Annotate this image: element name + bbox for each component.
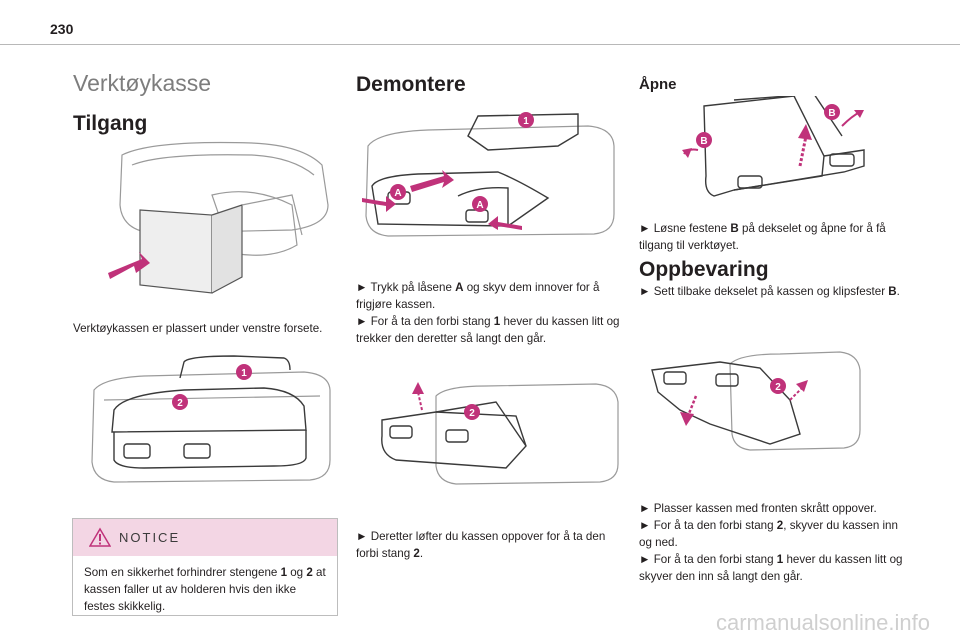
insert-steps: ► Plasser kassen med fronten skrått oppo… (639, 500, 911, 585)
callout-apne-b-left (696, 132, 712, 148)
callout-1-label: 1 (241, 368, 247, 379)
insert-step-1: ► Plasser kassen med fronten skrått oppo… (639, 502, 877, 515)
insert-step-2: ► For å ta den forbi stang 2, skyver du … (639, 519, 898, 549)
heading-oppbevaring: Oppbevaring (639, 258, 769, 281)
callout-demontere-1-label: 1 (523, 116, 529, 127)
lift-box-illustration: 2 (381, 382, 619, 485)
insert-box-illustration: 2 (651, 351, 861, 451)
notice-box: NOTICE Som en sikkerhet forhindrer steng… (72, 518, 338, 616)
box-bars-illustration: 1 2 (91, 355, 331, 483)
callout-demontere-a-right (472, 196, 488, 212)
callout-apne-b-right-label: B (828, 108, 835, 119)
callout-2-label: 2 (177, 398, 183, 409)
demontere-step-2: ► For å ta den forbi stang 1 hever du ka… (356, 315, 620, 345)
heading-apne: Åpne (639, 76, 677, 93)
warning-icon (89, 527, 111, 547)
footer-watermark: carmanualsonline.info (715, 610, 930, 635)
oppbevaring-text: ► Sett tilbake dekselet på kassen og kli… (639, 285, 900, 298)
demontere-text: ► Trykk på låsene A og skyv dem innover … (356, 279, 624, 347)
heading-demontere: Demontere (356, 73, 466, 96)
page-number: 230 (50, 21, 74, 37)
insert-step-3: ► For å ta den forbi stang 1 hever du ka… (639, 553, 903, 583)
notice-header: NOTICE (73, 519, 337, 556)
callout-demontere-a-left-label: A (394, 188, 401, 199)
apne-text: ► Løsne festene B på dekselet og åpne fo… (639, 222, 886, 252)
notice-title: NOTICE (119, 530, 181, 545)
callout-apne-b-right (824, 104, 840, 120)
open-cover-illustration: B B (682, 96, 865, 197)
heading-tilgang: Tilgang (73, 112, 148, 135)
tilgang-text: Verktøykassen er plassert under venstre … (73, 322, 323, 335)
callout-lift-2-label: 2 (469, 408, 475, 419)
callout-demontere-a-left (390, 184, 406, 200)
callout-insert-2-label: 2 (775, 382, 781, 393)
notice-text: Som en sikkerhet forhindrer stengene 1 o… (84, 566, 326, 613)
callout-insert-2 (770, 378, 786, 394)
callout-demontere-a-right-label: A (476, 200, 483, 211)
header-divider (0, 44, 960, 45)
callout-lift-2 (464, 404, 480, 420)
lift-text: ► Deretter løfter du kassen oppover for … (356, 530, 606, 560)
section-title: Verktøykasse (73, 70, 212, 96)
callout-demontere-1 (518, 112, 534, 128)
seat-illustration (108, 141, 329, 294)
remove-latches-illustration: 1 A A (362, 112, 615, 237)
demontere-step-1: ► Trykk på låsene A og skyv dem innover … (356, 281, 600, 311)
callout-2 (172, 394, 188, 410)
callout-apne-b-left-label: B (700, 136, 707, 147)
callout-1 (236, 364, 252, 380)
